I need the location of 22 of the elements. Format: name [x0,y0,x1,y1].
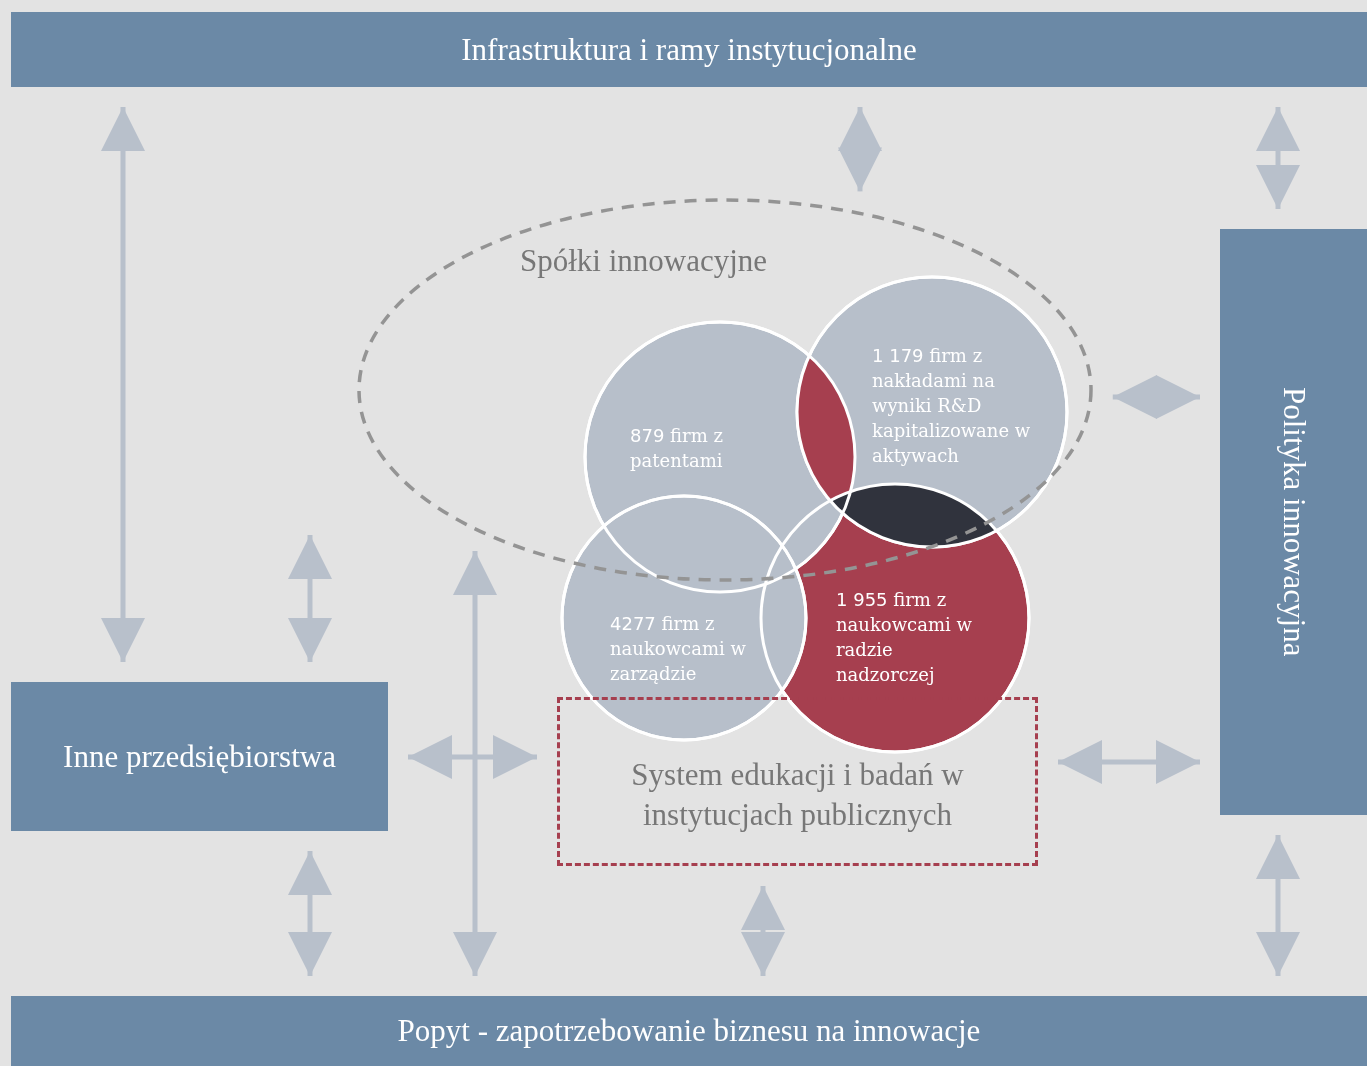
double-arrow [101,107,145,662]
double-arrow [408,735,537,779]
double-arrow [1112,375,1200,419]
footer-band: Popyt - zapotrzebowanie biznesu na innowacje [11,996,1367,1066]
side-box: Inne przedsiębiorstwa [11,682,388,831]
double-arrow [288,535,332,662]
circle-label: 1 179 firm z nakładami na wyniki R&D kapitalizowane w aktywach [872,344,1032,468]
double-arrow [453,550,497,976]
double-arrow [1256,107,1300,209]
double-arrow [838,107,882,192]
group-title: System edukacji i badań w instytucjach publicznych [630,756,965,834]
dashed-frame [557,697,1038,866]
circle-label: 879 firm z patentami [630,424,724,473]
double-arrow [1256,835,1300,976]
double-arrow [741,886,785,976]
header-band: Infrastruktura i ramy instytucjonalne [11,12,1367,87]
circle-label: 4277 firm z naukowcami w zarządzie [610,612,747,686]
circle-label: 1 955 firm z naukowcami w radzie nadzorczej [836,588,973,687]
double-arrow [1058,740,1200,784]
side-band: Polityka innowacyjna [1220,229,1367,815]
group-title: Spółki innowacyjne [520,243,768,279]
double-arrow [288,851,332,976]
